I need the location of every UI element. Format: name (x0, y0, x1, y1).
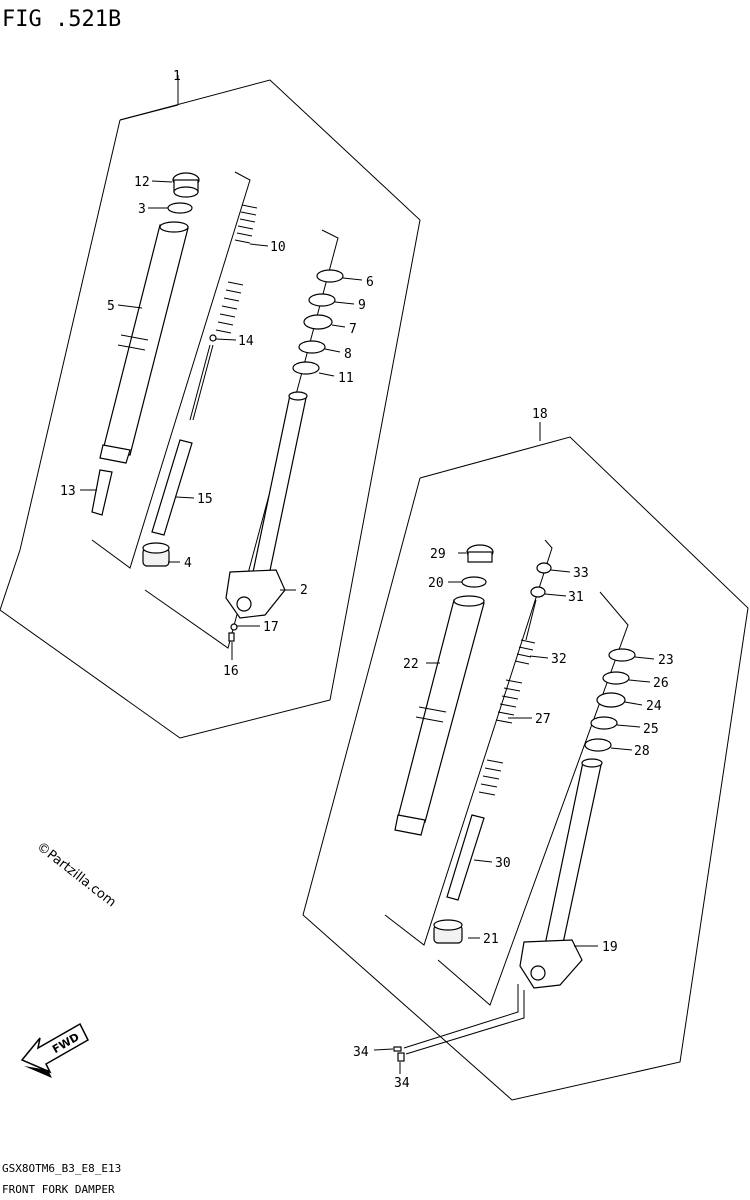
leader-line (403, 984, 519, 1049)
callout-10: 10 (270, 240, 286, 255)
callout-labels: 1 2 3 4 5 6 7 8 9 10 11 12 13 14 15 16 1… (60, 69, 674, 1091)
callout-12: 12 (134, 175, 150, 190)
callout-23: 23 (658, 653, 674, 668)
dust-seal-part (292, 361, 320, 375)
callout-11: 11 (338, 371, 354, 386)
damper-rod-part (525, 599, 537, 641)
callout-4: 4 (184, 556, 192, 571)
callout-32: 32 (551, 652, 567, 667)
valve-part (514, 639, 536, 665)
spring-part (215, 204, 258, 334)
callout-21: 21 (483, 932, 499, 947)
bolt-part (397, 1052, 405, 1062)
watermark: ©Partzilla.com (34, 839, 119, 910)
nut-part (209, 334, 217, 342)
washer-part (308, 293, 336, 307)
rod-part (446, 814, 485, 901)
callout-9: 9 (358, 298, 366, 313)
callout-2: 2 (300, 583, 308, 598)
callout-1: 1 (173, 69, 181, 84)
subassembly-frame (437, 591, 629, 1006)
leader-line (405, 990, 525, 1055)
callout-31: 31 (568, 590, 584, 605)
subassembly-frame (384, 539, 553, 946)
o-ring-part (461, 576, 487, 588)
nut-part (536, 562, 552, 574)
leader-line (119, 104, 179, 121)
dust-seal-part (584, 738, 612, 752)
o-ring-part (167, 202, 193, 214)
callout-25: 25 (643, 722, 659, 737)
assembly-boundary-right (302, 436, 749, 1101)
collar-part (530, 586, 546, 598)
inner-tube-part (225, 391, 308, 619)
callout-26: 26 (653, 676, 669, 691)
callout-28: 28 (634, 744, 650, 759)
callout-3: 3 (138, 202, 146, 217)
callout-29: 29 (430, 547, 446, 562)
callout-34-upper: 34 (353, 1045, 369, 1060)
callout-7: 7 (349, 322, 357, 337)
fork-assembly-left (0, 75, 421, 739)
drain-bolt-part (228, 632, 235, 642)
washer-part (230, 623, 238, 631)
diagram-name: FRONT FORK DAMPER (2, 1183, 115, 1196)
callout-15: 15 (197, 492, 213, 507)
cup-part (433, 919, 463, 944)
callout-22: 22 (403, 657, 419, 672)
cup-part (142, 542, 170, 567)
callout-33: 33 (573, 566, 589, 581)
spring-part (478, 679, 523, 796)
assembly-boundary-left (0, 79, 421, 739)
washer-part (602, 671, 630, 685)
fork-assembly-right (302, 422, 749, 1101)
outer-tube-part (99, 221, 189, 464)
callout-13: 13 (60, 484, 76, 499)
inner-tube-part (519, 758, 603, 989)
cylinder-part (151, 439, 193, 536)
cap-bolt-part (466, 544, 494, 563)
callout-19: 19 (602, 940, 618, 955)
stopper-ring-part (590, 716, 618, 730)
callout-27: 27 (535, 712, 551, 727)
rod-part (91, 469, 113, 516)
subassembly-frame (91, 171, 251, 569)
callout-6: 6 (366, 275, 374, 290)
callout-17: 17 (263, 620, 279, 635)
cap-bolt-part (172, 172, 200, 198)
callout-30: 30 (495, 856, 511, 871)
bushing-part (316, 269, 344, 283)
leader-lines (80, 180, 655, 1074)
fwd-arrow-icon: FWD (20, 1022, 89, 1078)
callout-34-lower: 34 (394, 1076, 410, 1091)
callout-5: 5 (107, 299, 115, 314)
bolt-part (393, 1046, 402, 1052)
figure-title: FIG .521B (2, 7, 121, 32)
model-code: GSX8OTM6_B3_E8_E13 (2, 1162, 121, 1175)
oil-seal-part (596, 692, 626, 708)
callout-24: 24 (646, 699, 662, 714)
callout-20: 20 (428, 576, 444, 591)
bushing-part (608, 648, 636, 662)
outer-tube-part (394, 595, 485, 836)
callout-16: 16 (223, 664, 239, 679)
oil-seal-part (303, 314, 333, 330)
damper-rod-part (189, 344, 211, 421)
callout-14: 14 (238, 334, 254, 349)
stopper-ring-part (298, 340, 326, 354)
callout-18: 18 (532, 407, 548, 422)
callout-8: 8 (344, 347, 352, 362)
